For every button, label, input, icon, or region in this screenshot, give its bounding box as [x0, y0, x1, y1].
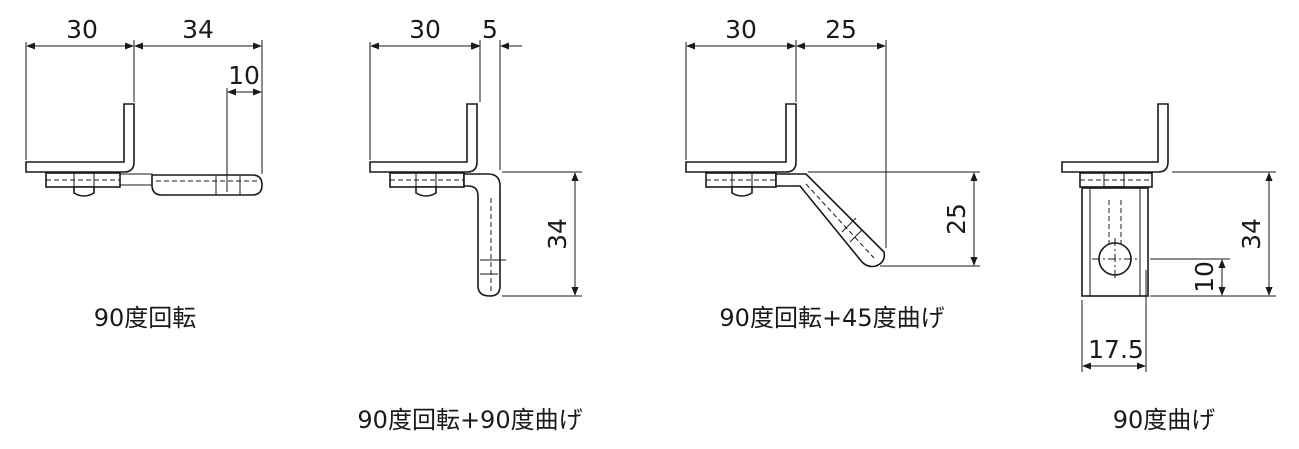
dim-30: 30 — [409, 15, 441, 44]
caption-90deg-rotation-45deg-bend: 90度回転+45度曲げ — [719, 304, 944, 332]
figure-90deg-rotation-45deg-bend: 30 25 25 90度回転+45度曲げ — [685, 15, 980, 332]
bracket-l-shape — [685, 103, 797, 173]
dim-25-vertical: 25 — [942, 203, 971, 235]
dim-10: 10 — [1190, 261, 1219, 293]
bolt-head — [73, 186, 95, 197]
angled-tongue — [775, 173, 886, 268]
dim-17-5: 17.5 — [1088, 335, 1144, 364]
dim-34: 34 — [543, 218, 572, 250]
dim-30: 30 — [66, 15, 98, 44]
dim-5: 5 — [482, 15, 498, 44]
figure-90deg-rotation: 30 34 10 90度回転 — [25, 15, 263, 332]
bracket-l-shape — [1061, 103, 1169, 173]
dim-34: 34 — [182, 15, 214, 44]
bracket-l-shape — [369, 103, 478, 173]
dim-10: 10 — [228, 61, 260, 90]
rotated-tongue — [151, 174, 263, 196]
caption-90deg-rotation: 90度回転 — [94, 304, 197, 332]
figure-90deg-bend: 34 10 17.5 90度曲げ — [1061, 103, 1276, 434]
figure-90deg-rotation-90deg-bend: 30 5 34 90度回転+90度曲げ — [357, 15, 582, 434]
caption-90deg-bend: 90度曲げ — [1113, 406, 1216, 434]
bracket-l-shape — [25, 103, 135, 173]
bent-tongue — [463, 173, 501, 297]
bolt-head — [415, 186, 437, 197]
dim-25: 25 — [825, 15, 857, 44]
dim-34: 34 — [1237, 218, 1266, 250]
dim-30: 30 — [725, 15, 757, 44]
bolt-head — [731, 186, 753, 197]
caption-90deg-rotation-90deg-bend: 90度回転+90度曲げ — [357, 406, 582, 434]
